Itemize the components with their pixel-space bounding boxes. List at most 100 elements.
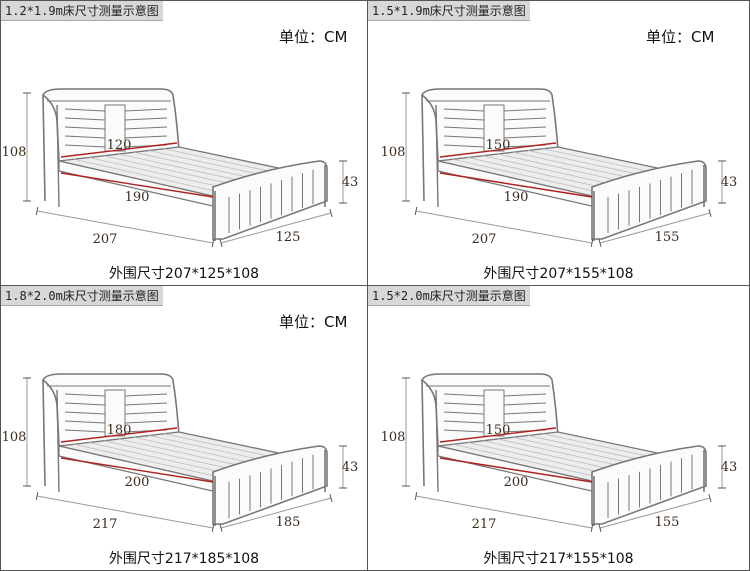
- height-label: 108: [2, 430, 27, 445]
- outer-length-label: 207: [93, 232, 118, 247]
- dimension-tick: [598, 239, 602, 247]
- headboard-slat: [64, 393, 106, 397]
- length-label: 200: [504, 475, 529, 490]
- headboard-slat: [503, 117, 547, 121]
- unit-label: 单位：CM: [646, 28, 715, 46]
- length-label: 190: [504, 190, 529, 205]
- width-label: 150: [486, 423, 511, 438]
- headboard-slat: [124, 135, 168, 139]
- foot-height-label: 43: [721, 175, 738, 190]
- headboard-slat: [503, 393, 547, 397]
- dimension-tick: [329, 494, 333, 502]
- headboard-panel: [104, 389, 126, 437]
- panel-title: 1.2*1.9m床尺寸测量示意图: [1, 1, 163, 21]
- outer-width-dimension-line: [599, 212, 711, 244]
- headboard-slat: [124, 393, 168, 397]
- headboard-post: [56, 389, 60, 493]
- length-label: 200: [125, 475, 150, 490]
- dimension-tick: [708, 209, 712, 217]
- footboard: [591, 445, 707, 525]
- headboard-slat: [503, 135, 547, 139]
- outer-width-label: 185: [276, 515, 301, 530]
- unit-label: 单位：CM: [279, 28, 348, 46]
- outer-dimensions: 外围尺寸217*185*108: [108, 551, 260, 567]
- dimension-tick: [414, 206, 418, 216]
- outer-dimensions: 外围尺寸207*155*108: [483, 266, 634, 282]
- panel-title: 1.5*1.9m床尺寸测量示意图: [368, 1, 530, 21]
- panel-title: 1.5*2.0m床尺寸测量示意图: [368, 286, 530, 306]
- width-dimension-line: [60, 427, 178, 443]
- headboard-slat: [124, 402, 168, 406]
- headboard-post: [42, 94, 46, 202]
- unit-label: 单位：CM: [279, 313, 348, 331]
- foot-height-label: 43: [721, 460, 738, 475]
- headboard-slat: [503, 108, 547, 112]
- headboard-slat: [124, 126, 168, 130]
- outer-length-dimension-line: [415, 210, 593, 244]
- outer-width-dimension-line: [599, 497, 711, 529]
- headboard-slat: [503, 411, 547, 415]
- outer-width-dimension-line: [220, 212, 332, 244]
- headboard-post: [421, 94, 425, 202]
- headboard-post: [435, 389, 439, 493]
- dimension-tick: [219, 239, 223, 247]
- outer-length-dimension-line: [415, 495, 593, 529]
- headboard-slat: [443, 135, 485, 139]
- dimension-tick: [219, 524, 223, 532]
- outer-width-dimension-line: [220, 497, 332, 529]
- width-label: 180: [107, 423, 132, 438]
- panel-title: 1.8*2.0m床尺寸测量示意图: [1, 286, 163, 306]
- outer-length-label: 217: [472, 517, 497, 532]
- headboard-panel: [104, 104, 126, 152]
- headboard-slat: [443, 144, 485, 148]
- headboard-slat: [64, 126, 106, 130]
- headboard-slat: [64, 144, 106, 148]
- width-dimension-line: [60, 142, 178, 158]
- outer-width-label: 155: [655, 515, 680, 530]
- headboard-slat: [124, 411, 168, 415]
- outer-length-label: 207: [472, 232, 497, 247]
- headboard-slat: [443, 393, 485, 397]
- outer-width-label: 155: [655, 230, 680, 245]
- headboard-slat: [503, 402, 547, 406]
- footboard: [212, 160, 328, 240]
- outer-dimensions: 外围尺寸207*125*108: [108, 266, 260, 282]
- headboard-slat: [443, 126, 485, 130]
- outer-dimensions: 外围尺寸217*155*108: [483, 551, 634, 567]
- footboard: [212, 445, 328, 525]
- headboard-slat: [503, 126, 547, 130]
- headboard-slat: [503, 420, 547, 424]
- length-dimension-line: [439, 172, 593, 198]
- headboard-post: [56, 104, 60, 208]
- headboard-slat: [64, 411, 106, 415]
- width-dimension-line: [439, 427, 557, 443]
- headboard-slat: [443, 117, 485, 121]
- headboard-slat: [64, 108, 106, 112]
- height-label: 108: [2, 145, 27, 160]
- outer-length-dimension-line: [36, 495, 214, 529]
- outer-width-label: 125: [276, 230, 301, 245]
- headboard-panel: [483, 389, 505, 437]
- headboard-slat: [124, 108, 168, 112]
- width-dimension-line: [439, 142, 557, 158]
- dimension-tick: [211, 238, 215, 248]
- headboard-post: [435, 104, 439, 208]
- headboard-slat: [443, 402, 485, 406]
- headboard-slat: [64, 135, 106, 139]
- headboard-slat: [64, 117, 106, 121]
- dimension-tick: [590, 523, 594, 533]
- headboard-slat: [124, 420, 168, 424]
- dimension-tick: [35, 206, 39, 216]
- platform-slat: [73, 158, 231, 195]
- outer-length-dimension-line: [36, 210, 214, 244]
- footboard: [591, 160, 707, 240]
- length-dimension-line: [439, 457, 593, 483]
- foot-height-label: 43: [342, 175, 359, 190]
